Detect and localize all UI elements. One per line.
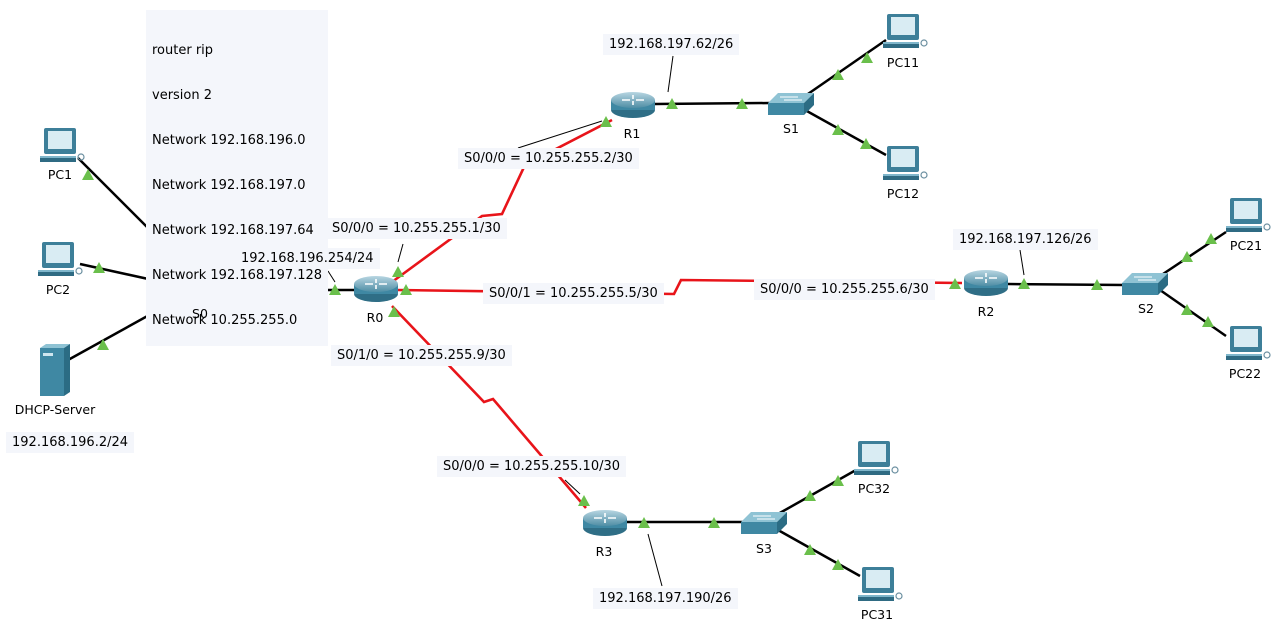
config-line: Network 192.168.197.64 [152, 223, 314, 238]
link-s2-pc22[interactable] [1159, 288, 1227, 338]
link-r2-s2[interactable] [1007, 282, 1126, 287]
s1-icon[interactable] [767, 92, 815, 116]
s0-label: S0 [192, 306, 208, 321]
link-s1-pc11[interactable] [804, 38, 887, 98]
rip-config-note: router rip version 2 Network 192.168.196… [146, 10, 329, 346]
r3-label: R3 [595, 544, 613, 559]
server-label: DHCP-Server [14, 402, 96, 417]
pc32-icon[interactable] [853, 440, 899, 476]
pc1-icon[interactable] [39, 127, 85, 163]
pc11-label: PC11 [886, 55, 920, 70]
pc32-label: PC32 [857, 481, 891, 496]
s3-icon[interactable] [740, 511, 788, 535]
r0-s010-label: S0/1/0 = 10.255.255.9/30 [331, 345, 512, 366]
server-icon[interactable] [40, 344, 70, 396]
r2-lan-label: 192.168.197.126/26 [953, 229, 1098, 250]
leader-lines [327, 55, 1025, 587]
r1-s000-label: S0/0/0 = 10.255.255.2/30 [458, 148, 639, 169]
config-line: router rip [152, 43, 214, 58]
config-line: Network 192.168.196.0 [152, 133, 306, 148]
pc11-icon[interactable] [882, 13, 928, 49]
r3-lan-label: 192.168.197.190/26 [593, 588, 738, 609]
config-line: version 2 [152, 88, 213, 103]
s2-label: S2 [1138, 301, 1154, 316]
server-ip-label: 192.168.196.2/24 [6, 432, 135, 453]
pc2-icon[interactable] [37, 241, 83, 277]
r0-lan-label: 192.168.196.254/24 [235, 248, 380, 269]
pc12-label: PC12 [886, 186, 920, 201]
link-s3-pc32[interactable] [777, 468, 857, 516]
r3-s000-label: S0/0/0 = 10.255.255.10/30 [437, 456, 627, 477]
s2-icon[interactable] [1121, 272, 1169, 296]
r1-icon[interactable] [610, 91, 656, 119]
config-line: Network 192.168.197.0 [152, 178, 306, 193]
r2-icon[interactable] [963, 269, 1009, 297]
pc21-label: PC21 [1229, 238, 1263, 253]
r0-s001-label: S0/0/1 = 10.255.255.5/30 [483, 283, 664, 304]
pc12-icon[interactable] [882, 145, 928, 181]
pc31-icon[interactable] [857, 566, 903, 602]
s1-label: S1 [783, 121, 799, 136]
link-r0-r3[interactable] [391, 305, 587, 509]
r0-label: R0 [366, 310, 384, 325]
r2-s000-label: S0/0/0 = 10.255.255.6/30 [754, 279, 935, 300]
r2-label: R2 [977, 304, 995, 319]
pc2-label: PC2 [45, 282, 71, 297]
pc22-label: PC22 [1228, 366, 1262, 381]
pc31-label: PC31 [860, 607, 894, 622]
link-s2-pc21[interactable] [1159, 230, 1227, 278]
r0-icon[interactable] [353, 275, 399, 303]
config-line: Network 192.168.197.128 [152, 268, 323, 283]
s3-label: S3 [756, 541, 772, 556]
link-r0-r1[interactable] [391, 118, 613, 284]
pc21-icon[interactable] [1225, 197, 1271, 233]
r0-s000-label: S0/0/0 = 10.255.255.1/30 [326, 218, 507, 239]
config-line: Network 10.255.255.0 [152, 313, 298, 328]
r3-icon[interactable] [582, 509, 628, 537]
link-s3-pc31[interactable] [777, 528, 861, 578]
pc22-icon[interactable] [1225, 325, 1271, 361]
link-s1-pc12[interactable] [804, 108, 887, 157]
r1-lan-label: 192.168.197.62/26 [603, 34, 740, 55]
pc1-label: PC1 [47, 167, 73, 182]
r1-label: R1 [623, 126, 641, 141]
